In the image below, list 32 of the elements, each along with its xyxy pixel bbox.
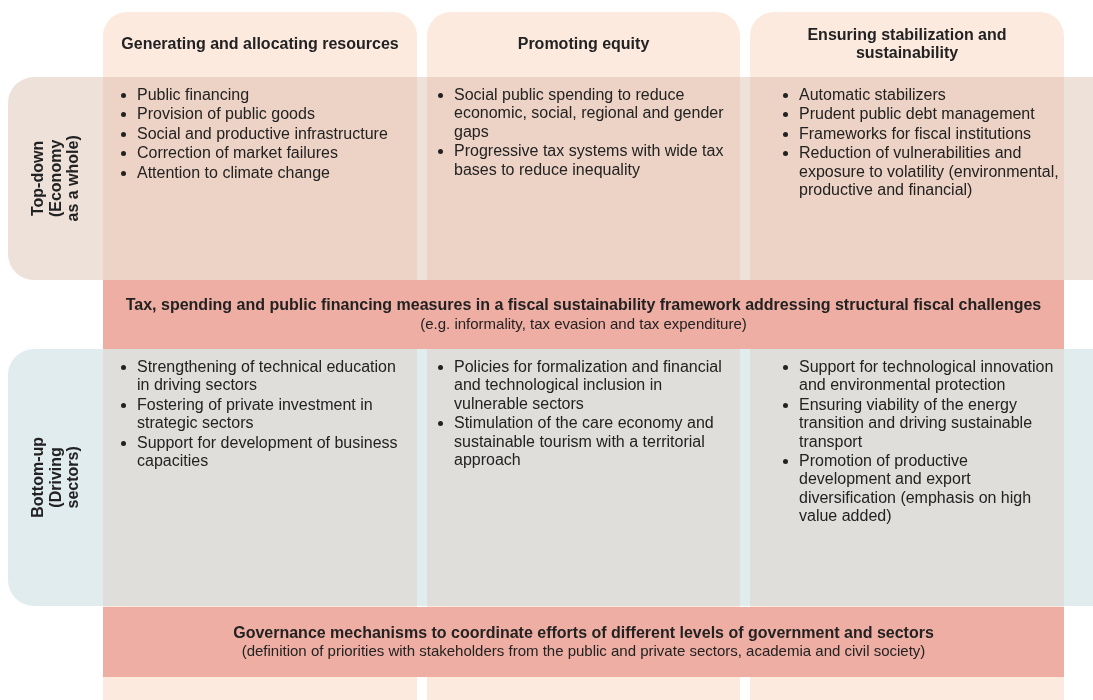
row-band	[8, 77, 1093, 280]
bullet-item: Automatic stabilizers	[777, 86, 1062, 105]
bullet-item: Correction of market failures	[115, 144, 415, 163]
band-heading: Governance mechanisms to coordinate efforts of different levels of government and sectors	[233, 623, 934, 643]
bullet-item: Ensuring viability of the energy transition and driving sustainable transport	[777, 395, 1062, 451]
bullet-item: Support for development of business capacities	[115, 433, 405, 471]
bullet-item: Frameworks for fiscal institutions	[777, 124, 1062, 144]
band-heading: Tax, spending and public financing measures in a fiscal sustainability framework addressing structural fiscal challenges	[125, 296, 1042, 315]
highlight-band	[103, 280, 1064, 349]
row-heading: Bottom-up (Driving sectors)	[29, 436, 82, 520]
column-heading: Generating and allocating resources	[121, 34, 399, 54]
bullet-item: Stimulation of the care economy and sustainable tourism with a territorial approach	[432, 414, 732, 470]
bullet-item: Social public spending to reduce economic, social, regional and gender gaps	[432, 86, 732, 142]
bullet-item: Social and productive infrastructure	[115, 124, 415, 144]
bullet-item: Attention to climate change	[115, 163, 415, 182]
bullet-item: Prudent public debt management	[777, 105, 1062, 124]
band-note: (definition of priorities with stakeholders from the public and private sectors, academia and civil society)	[241, 642, 926, 661]
bullet-item: Policies for formalization and financial and technological inclusion in vulnerable sectors	[432, 358, 732, 414]
bullet-item: Provision of public goods	[115, 105, 415, 124]
band-note: (e.g. informality, tax evasion and tax expenditure)	[420, 314, 747, 333]
column-heading: Ensuring stabilization and sustainability	[806, 25, 1008, 63]
row-heading: Top-down (Economy as a whole)	[29, 134, 82, 224]
row-band	[8, 349, 1093, 606]
bullet-item: Progressive tax systems with wide tax bases to reduce inequality	[432, 142, 732, 179]
bullet-item: Public financing	[115, 86, 415, 105]
bullet-item: Promotion of productive development and export diversification (emphasis on high value added)	[777, 451, 1062, 526]
bullet-item: Strengthening of technical education in driving sectors	[115, 358, 405, 395]
column-heading: Promoting equity	[517, 34, 650, 54]
bullet-item: Support for technological innovation and environmental protection	[777, 358, 1062, 395]
bullet-item: Fostering of private investment in strategic sectors	[115, 395, 405, 433]
highlight-band	[103, 607, 1064, 677]
bullet-item: Reduction of vulnerabilities and exposure to volatility (environmental, productive and financial)	[777, 144, 1062, 200]
